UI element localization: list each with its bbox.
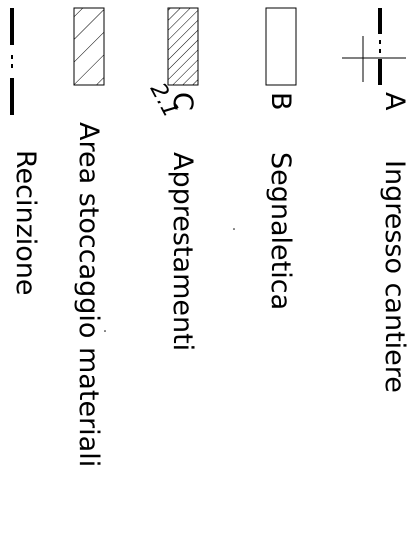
- legend-label-apprestamenti: Apprestamenti: [167, 152, 198, 351]
- legend-label-recinzione: Recinzione: [10, 150, 41, 296]
- legend-row-apprestamenti: C Apprestamenti: [167, 92, 198, 351]
- legend-row-ingresso: A Ingresso cantiere: [379, 92, 410, 393]
- sparse-hatch-rectangle-icon: [73, 7, 105, 86]
- stray-speck: [233, 228, 235, 230]
- legend-label-stoccaggio: Area stoccaggio materiali: [73, 122, 104, 467]
- legend-row-segnaletica: B Segnaletica: [265, 92, 296, 310]
- legend-letter-c: C: [167, 92, 198, 111]
- legend-row-stoccaggio: Area stoccaggio materiali: [73, 122, 104, 467]
- stray-speck: [104, 330, 106, 332]
- entrance-marker-icon: [342, 8, 406, 85]
- legend-letter-b: B: [265, 92, 296, 111]
- legend-label-ingresso: Ingresso cantiere: [379, 160, 410, 393]
- legend-label-segnaletica: Segnaletica: [265, 152, 296, 310]
- plain-rectangle-icon: [265, 7, 297, 86]
- legend-letter-a: A: [379, 92, 410, 111]
- legend-row-recinzione: Recinzione: [10, 150, 41, 296]
- dense-hatch-rectangle-icon: [167, 7, 199, 86]
